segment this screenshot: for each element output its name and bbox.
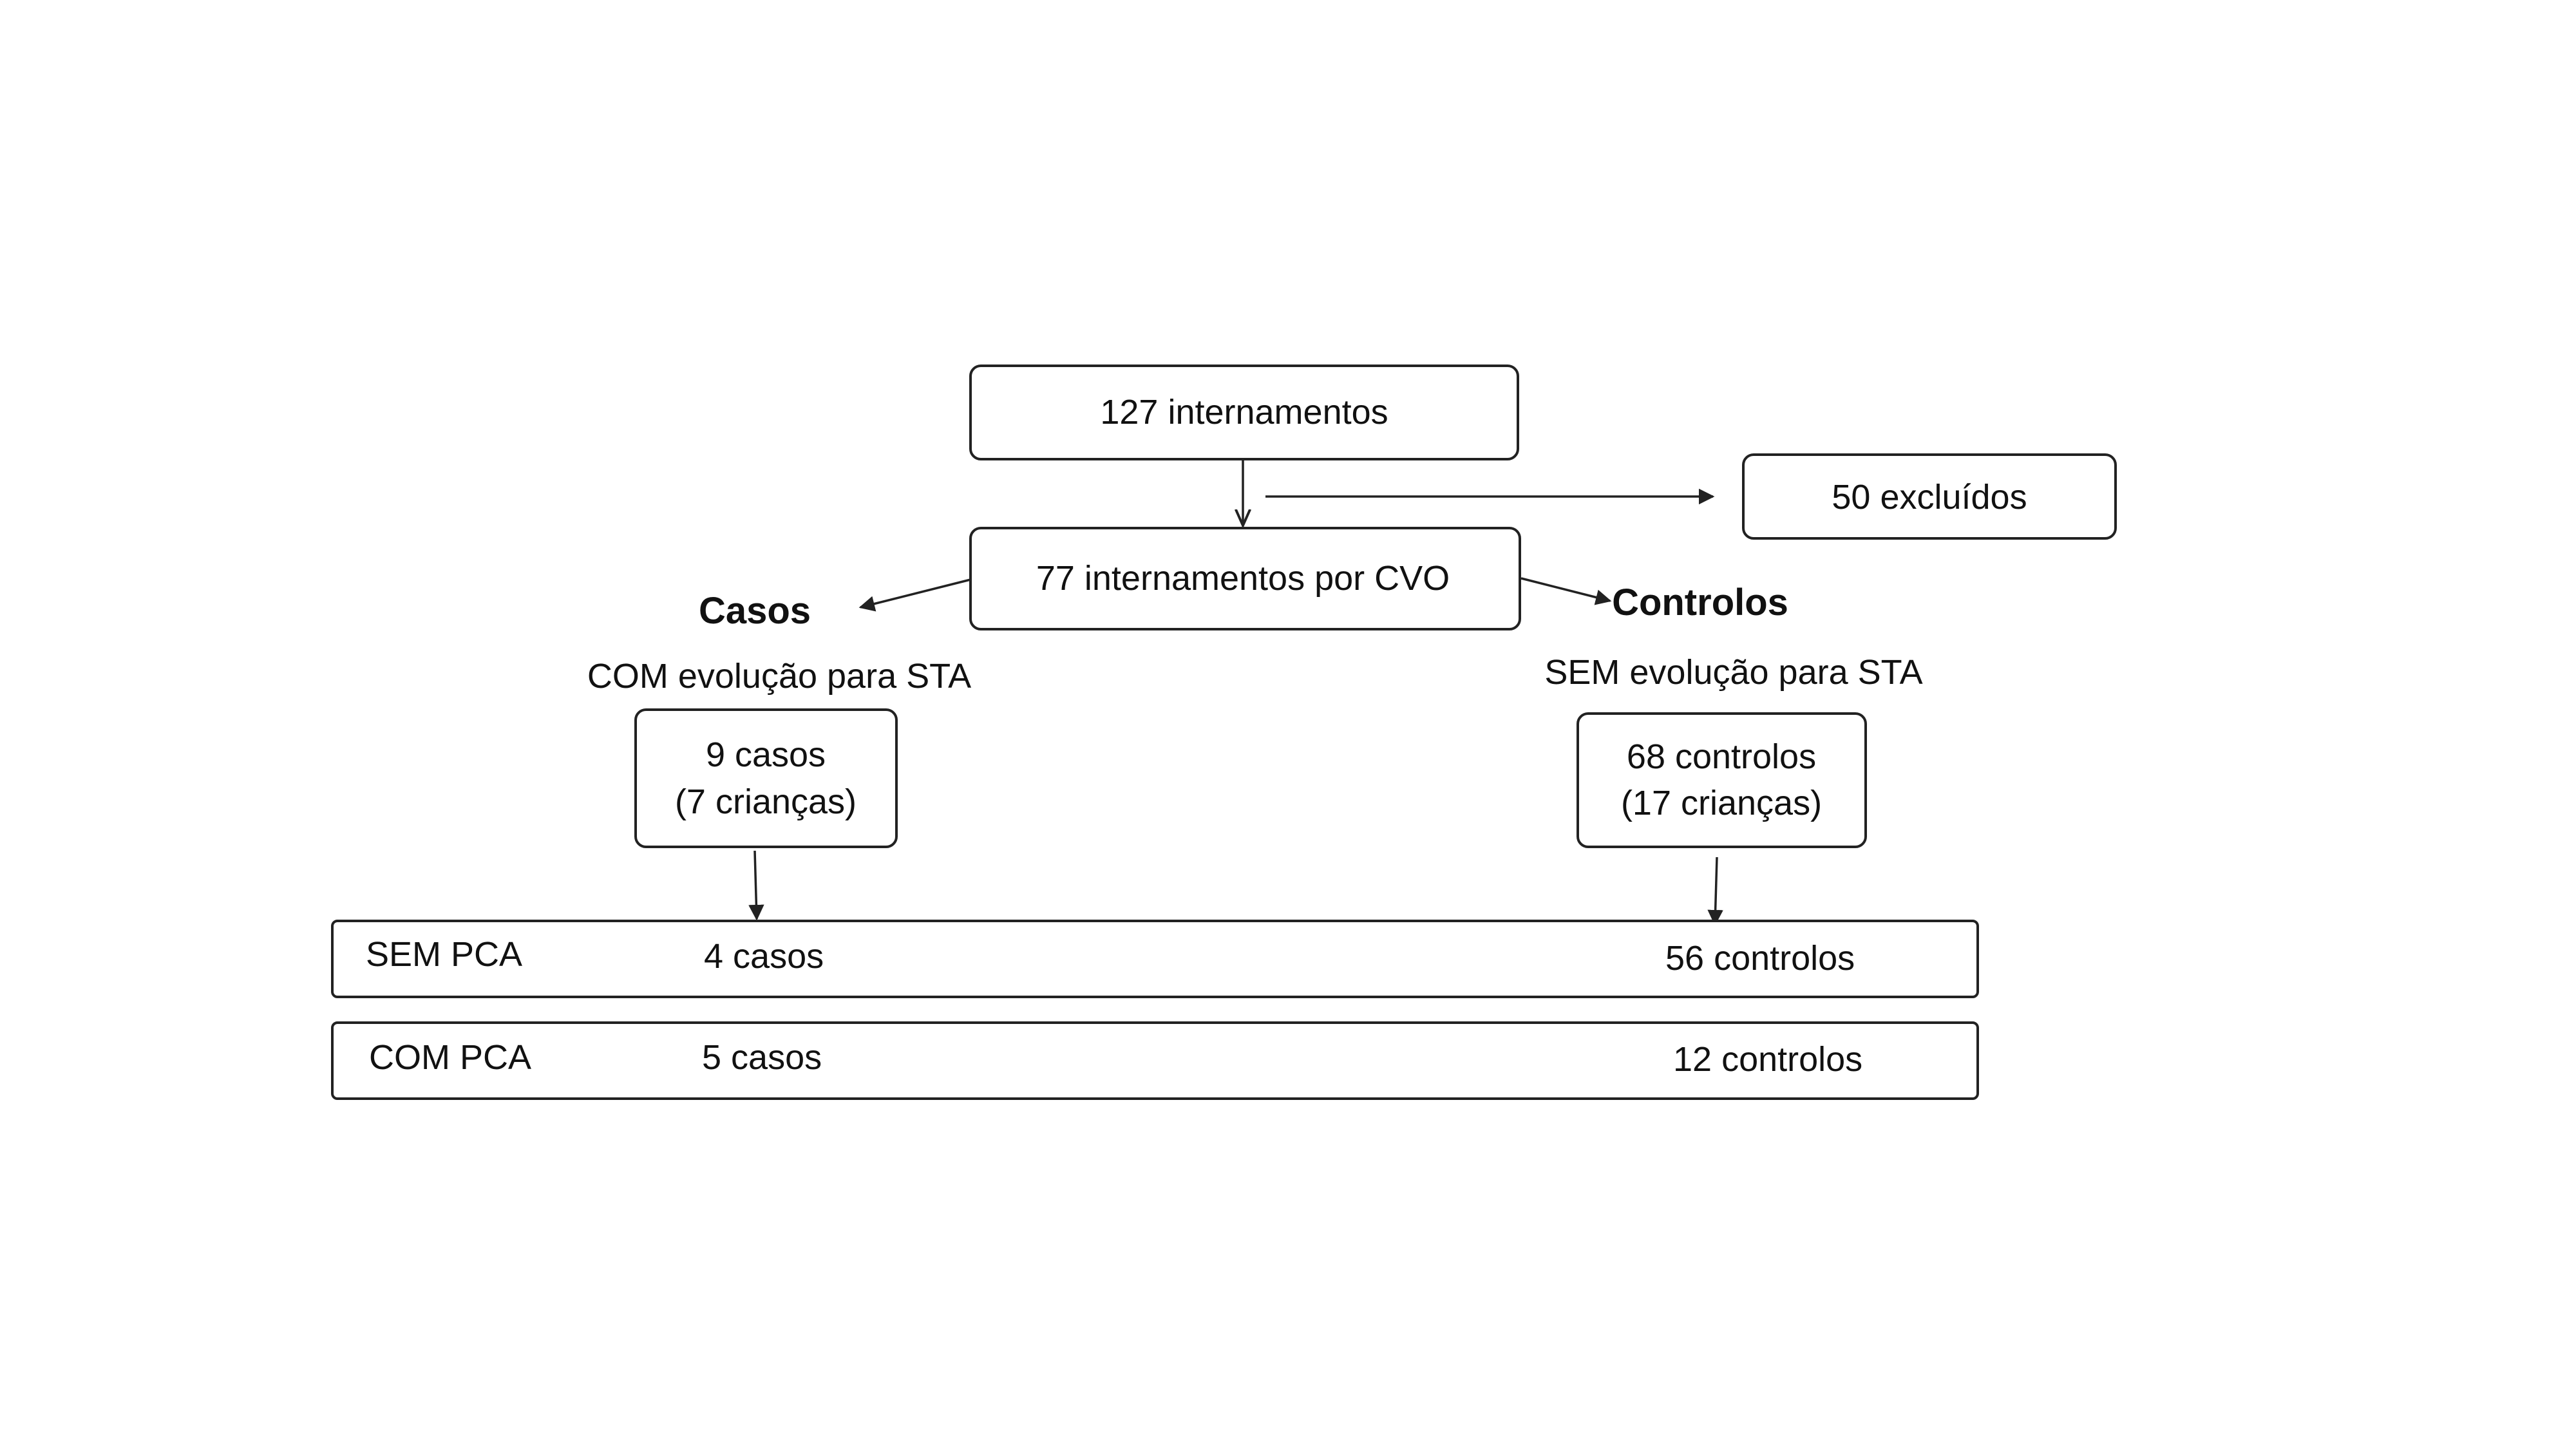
total-admissions-label: 127 internamentos (1100, 393, 1388, 431)
row-controls-value: 12 controlos (1673, 1040, 1862, 1079)
controls-count: 68 controlos (1627, 737, 1816, 776)
controls-subtitle: SEM evolução para STA (1544, 653, 1922, 692)
excluded-node: 50 excluídos (1742, 453, 2117, 540)
cases-subtitle: COM evolução para STA (587, 657, 971, 696)
cases-node: 9 casos (7 crianças) (634, 708, 898, 848)
row-cases-value: 5 casos (702, 1038, 822, 1077)
controls-node: 68 controlos (17 crianças) (1577, 712, 1867, 848)
controls-children: (17 crianças) (1621, 784, 1822, 822)
row-cases-value: 4 casos (704, 937, 824, 976)
excluded-label: 50 excluídos (1832, 478, 2027, 516)
arrow-cases-to-rows (748, 850, 764, 921)
cvo-admissions-label: 77 internamentos por CVO (1036, 559, 1450, 598)
row-label: COM PCA (369, 1038, 531, 1077)
total-admissions-node: 127 internamentos (969, 365, 1519, 460)
cases-heading: Casos (699, 590, 811, 632)
arrow-controls-to-rows (1707, 857, 1723, 926)
arrow-cvo-to-controls (1520, 577, 1612, 605)
row-sem-pca: SEM PCA 4 casos 56 controlos (331, 920, 1979, 998)
row-controls-value: 56 controlos (1665, 939, 1855, 978)
cases-children: (7 crianças) (675, 782, 857, 821)
row-com-pca: COM PCA 5 casos 12 controlos (331, 1021, 1979, 1100)
cases-count: 9 casos (706, 735, 826, 774)
controls-heading: Controlos (1612, 582, 1788, 623)
arrow-cvo-to-cases (858, 578, 971, 612)
cvo-admissions-node: 77 internamentos por CVO (969, 527, 1521, 630)
row-label: SEM PCA (366, 935, 522, 974)
